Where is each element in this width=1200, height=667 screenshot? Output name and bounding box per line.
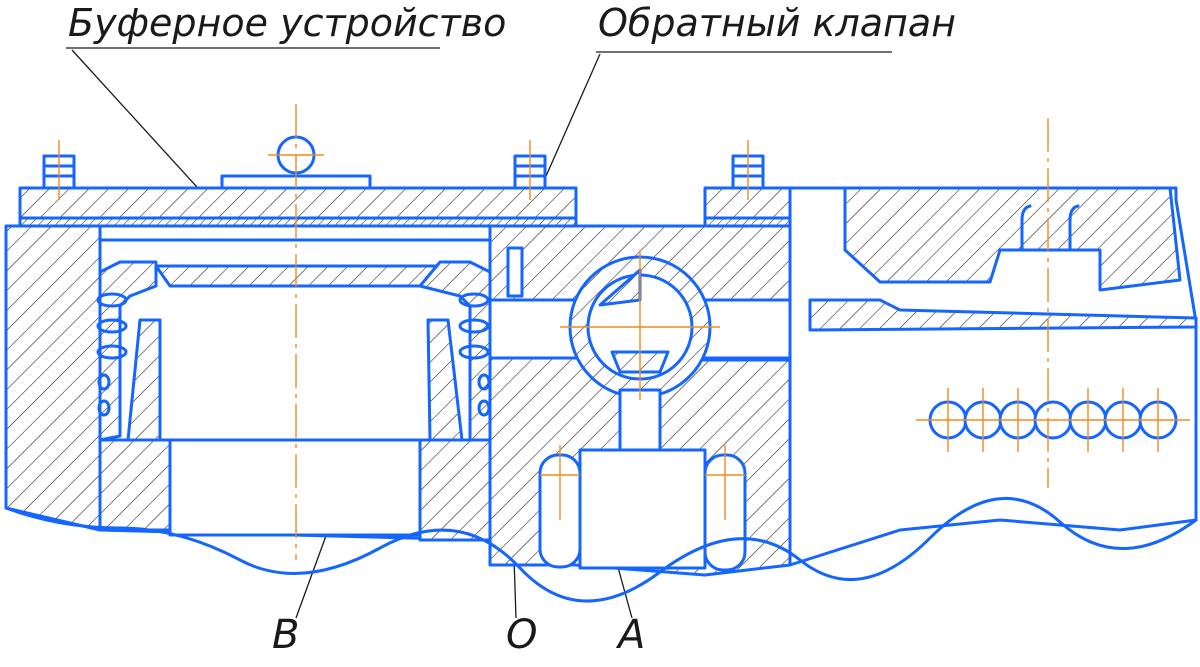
pipe-left [1020,204,1032,252]
piston-head [154,264,442,288]
check-valve-label: Обратный клапан [598,1,956,45]
right-body-rail [808,298,1198,332]
break-line [4,497,1198,603]
right-body-upper-section [843,186,1182,292]
left-wall-section [4,224,102,532]
valve-block [488,224,800,577]
guide-gap [168,438,422,537]
spring-coils-left [96,292,128,417]
check-valve-passage [506,246,524,298]
centerlines [58,104,1190,560]
left-housing [4,135,765,542]
point-o-label: O [506,612,537,658]
point-b-label: B [272,612,299,658]
guide-left [98,438,172,532]
right-housing [703,186,1198,567]
guide-right [418,438,492,542]
buffer-device-label: Буферное устройство [68,1,506,45]
pipe-right [1068,204,1080,252]
valve-lower-cavity [578,448,707,570]
point-a-label: A [615,612,645,658]
label-group: Буферное устройство Обратный клапан B O … [66,1,956,658]
